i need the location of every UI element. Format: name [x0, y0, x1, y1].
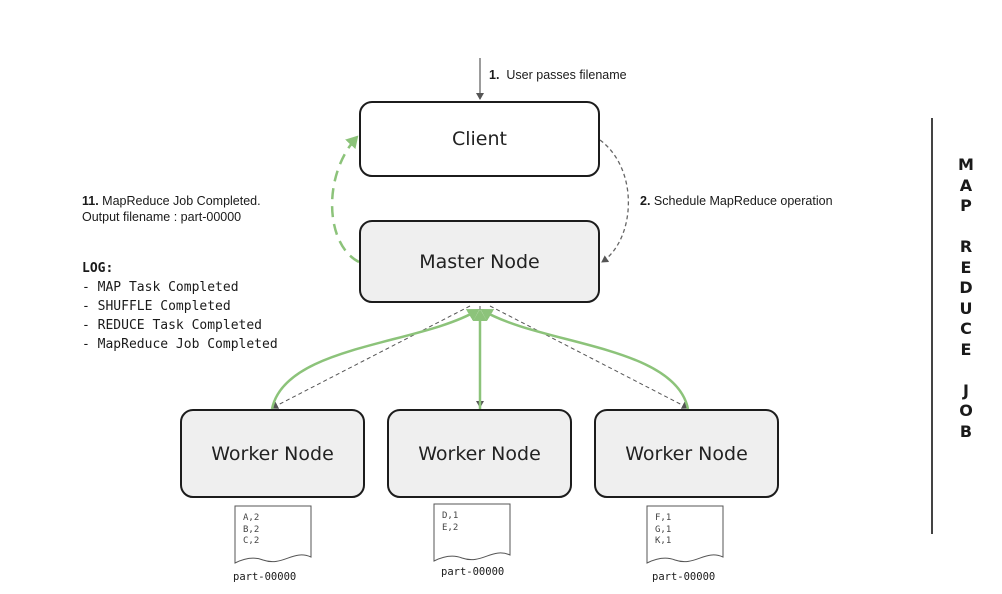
side-title-letter: R — [959, 237, 973, 256]
side-title-letter: E — [960, 257, 972, 277]
side-title-letter: A — [959, 175, 973, 195]
side-title-letter: J — [963, 380, 969, 400]
side-title-letter: U — [959, 298, 973, 318]
log-panel: LOG: - MAP Task Completed - SHUFFLE Comple… — [82, 259, 278, 354]
step-11-number: 11. — [82, 194, 99, 208]
step-11-label: 11. MapReduce Job Completed. Output filen… — [82, 193, 261, 225]
side-title-letter: P — [960, 196, 972, 215]
arrow-worker-3-to-master — [480, 308, 690, 410]
log-line: - MAP Task Completed — [82, 280, 239, 295]
step-1-text: User passes filename — [506, 68, 627, 82]
log-line: - SHUFFLE Completed — [82, 299, 231, 314]
file-icon: A,2 B,2 C,2 — [233, 505, 313, 565]
arrow-master-to-client — [330, 135, 360, 264]
side-title-letter: E — [960, 339, 972, 359]
side-title-letter: M — [958, 155, 974, 174]
step-2-number: 2. — [640, 194, 651, 208]
side-title-letter: C — [960, 319, 972, 338]
arrow-master-to-worker-1 — [271, 305, 471, 409]
side-divider — [931, 118, 933, 534]
log-line: - REDUCE Task Completed — [82, 318, 263, 333]
log-title: LOG: — [82, 261, 114, 276]
worker-node-1: Worker Node — [180, 409, 365, 498]
file-name: part-00000 — [652, 571, 716, 583]
side-title-letter — [955, 360, 977, 381]
side-title-letter: B — [959, 421, 973, 441]
client-node: Client — [359, 101, 600, 177]
worker-node-2: Worker Node — [387, 409, 572, 498]
file-content: A,2 B,2 C,2 — [243, 513, 260, 546]
arrow-master-to-worker-3 — [489, 305, 689, 409]
arrow-worker-1-to-master — [270, 308, 480, 410]
arrow-client-to-master — [599, 139, 629, 263]
master-node: Master Node — [359, 220, 600, 303]
step-1-label: 1. User passes filename — [489, 67, 627, 83]
worker-node-3: Worker Node — [594, 409, 779, 498]
file-content: F,1 G,1 K,1 — [655, 513, 672, 546]
side-title-letter: D — [959, 278, 973, 297]
file-icon: F,1 G,1 K,1 — [645, 505, 725, 565]
file-content: D,1 E,2 — [442, 511, 459, 533]
step-1-number: 1. — [489, 68, 500, 82]
step-2-label: 2. Schedule MapReduce operation — [640, 193, 833, 209]
log-line: - MapReduce Job Completed — [82, 337, 278, 352]
file-name: part-00000 — [441, 566, 505, 578]
step-11-line-2: Output filename : part-00000 — [82, 210, 242, 224]
file-name: part-00000 — [233, 571, 297, 583]
file-icon: D,1 E,2 — [432, 503, 512, 563]
side-title-letter — [955, 217, 977, 238]
step-2-text: Schedule MapReduce operation — [653, 194, 833, 208]
side-title-letter: O — [959, 401, 973, 420]
step-11-line-1: MapReduce Job Completed. — [102, 194, 261, 208]
